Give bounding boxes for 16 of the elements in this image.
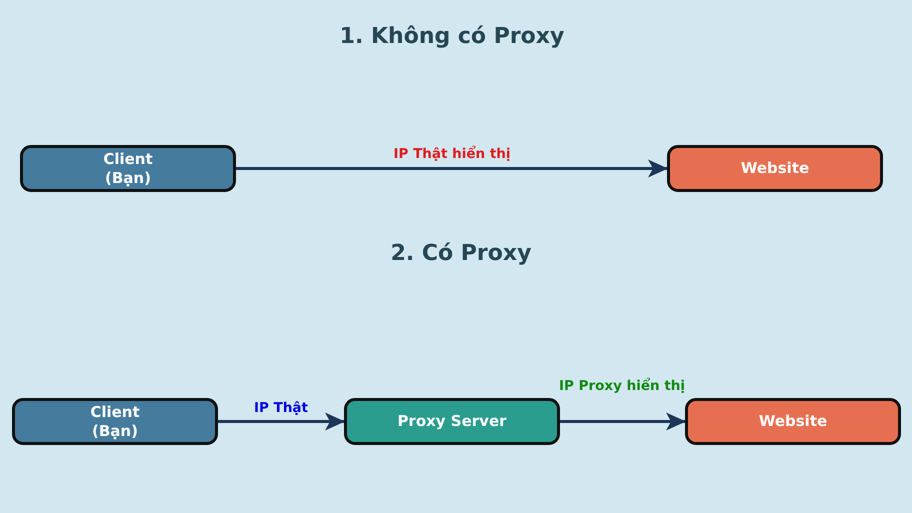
arrow	[560, 412, 686, 430]
process-box	[20, 145, 236, 192]
box-label: Website	[758, 412, 828, 431]
process-box	[344, 398, 560, 445]
section-heading: 2. Có Proxy	[390, 241, 532, 266]
box-label: Client (Bạn)	[89, 402, 141, 440]
box-label: Website	[740, 159, 810, 178]
edge-label: IP Thật	[252, 400, 310, 417]
process-box	[685, 398, 901, 445]
box-label: Proxy Server	[397, 412, 507, 431]
arrow	[218, 412, 345, 430]
section-heading: 1. Không có Proxy	[340, 24, 564, 49]
process-box	[667, 145, 883, 192]
box-label: Client (Bạn)	[102, 150, 154, 188]
arrow	[236, 160, 668, 178]
process-box	[12, 398, 218, 445]
